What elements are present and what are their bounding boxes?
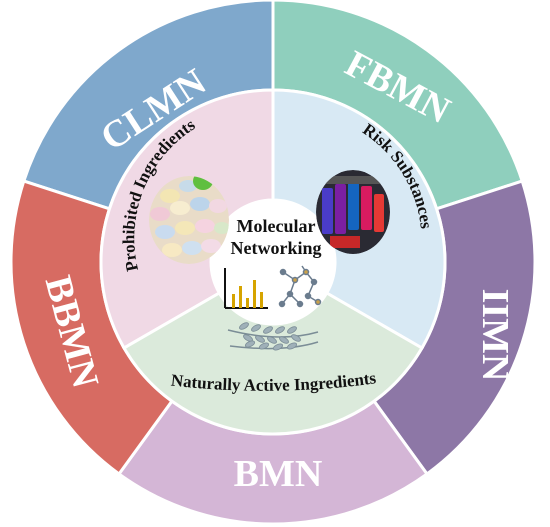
network-icon — [278, 265, 322, 308]
bar-chart-icon — [224, 268, 268, 309]
wheat-icon — [227, 322, 319, 351]
center-title-line2: Networking — [231, 238, 322, 258]
pills-icon — [149, 176, 229, 264]
test-tubes-icon — [316, 170, 390, 254]
outer-label-iimn: IIMN — [474, 289, 516, 382]
outer-label-bmn: BMN — [234, 453, 323, 495]
center-title-line1: Molecular — [237, 216, 316, 236]
